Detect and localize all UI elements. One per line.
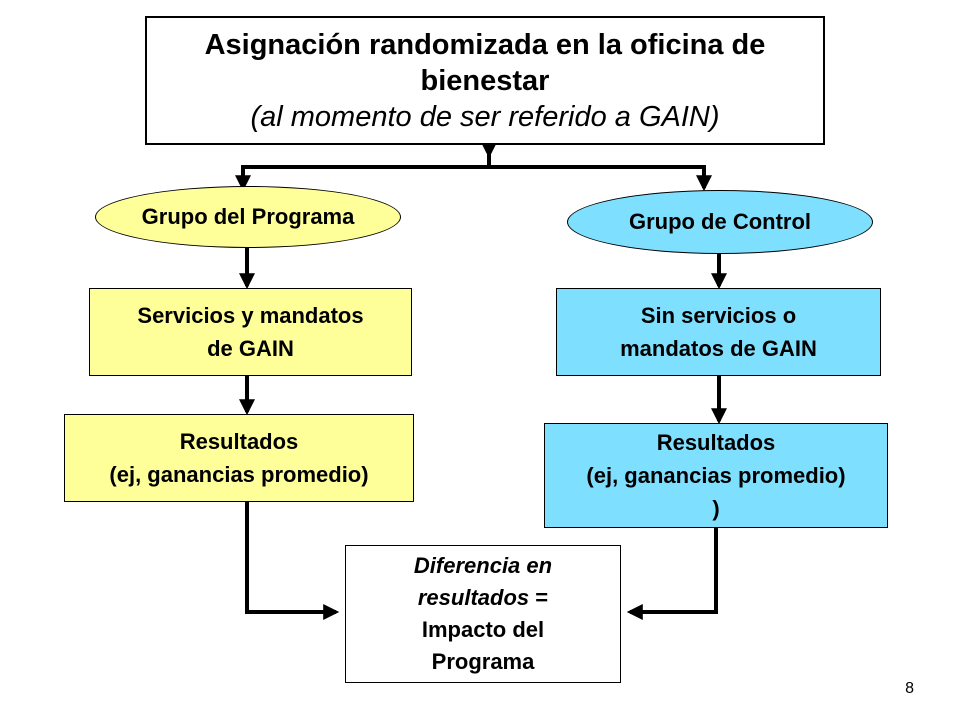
difference-line4: Programa xyxy=(431,649,535,674)
program-results-box: Resultados (ej, ganancias promedio) xyxy=(64,414,414,502)
program-results-line2: (ej, ganancias promedio) xyxy=(109,462,369,487)
control-results-line2: (ej, ganancias promedio) xyxy=(586,463,846,488)
control-services-box: Sin servicios o mandatos de GAIN xyxy=(556,288,881,376)
control-results-line3: ) xyxy=(712,496,720,521)
difference-line2-italic: resultados xyxy=(417,585,530,610)
difference-line1: Diferencia en xyxy=(413,553,553,578)
difference-line2: resultados = xyxy=(418,582,548,614)
page-number: 8 xyxy=(905,680,914,697)
top-title-line1: Asignación randomizada en la oficina de xyxy=(204,28,766,61)
top-title-line2: bienestar xyxy=(420,64,550,97)
program-services-line1: Servicios y mandatos xyxy=(137,303,364,328)
program-results-line1: Resultados xyxy=(179,429,299,454)
control-results-line1: Resultados xyxy=(656,430,776,455)
random-assignment-box: Asignación randomizada en la oficina de … xyxy=(145,16,825,145)
difference-line2-rest: = xyxy=(529,585,549,610)
control-results-box: Resultados (ej, ganancias promedio) ) xyxy=(544,423,888,528)
program-group-label: Grupo del Programa xyxy=(141,204,355,229)
control-group-oval: Grupo de Control xyxy=(567,190,873,254)
program-services-box: Servicios y mandatos de GAIN xyxy=(89,288,412,376)
program-services-line2: de GAIN xyxy=(207,336,294,361)
control-services-line1: Sin servicios o xyxy=(640,303,797,328)
control-services-line2: mandatos de GAIN xyxy=(620,336,817,361)
control-group-label: Grupo de Control xyxy=(628,209,812,234)
program-group-oval: Grupo del Programa xyxy=(95,186,401,248)
difference-line3: Impacto del xyxy=(421,617,545,642)
difference-box: Diferencia en resultados = Impacto del P… xyxy=(345,545,621,683)
top-subtitle: (al momento de ser referido a GAIN) xyxy=(250,100,720,133)
